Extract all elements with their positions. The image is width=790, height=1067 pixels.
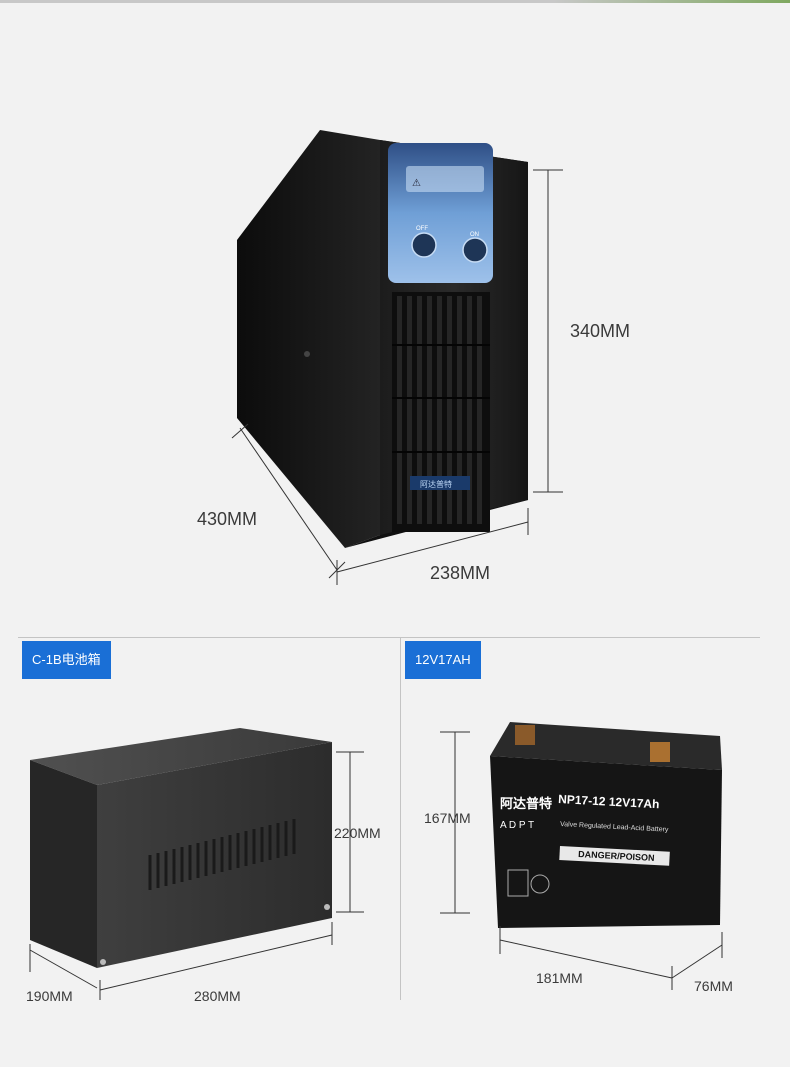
battery-warning-box <box>559 846 670 866</box>
ups-off-button <box>411 232 437 258</box>
battery-top-lid <box>490 722 722 770</box>
ups-on-button <box>462 237 488 263</box>
ups-dimension-lines <box>231 169 563 585</box>
ups-vent-grille <box>392 292 490 532</box>
ups-off-label: OFF <box>416 226 428 232</box>
battery-box-dimension-lines <box>29 751 364 1000</box>
battery-box-illustration <box>29 728 364 1000</box>
ups-side-panel <box>237 130 380 548</box>
battery-width-label: 181MM <box>536 970 583 986</box>
ups-brand-badge <box>410 476 470 490</box>
ups-brand-text: 阿达普特 <box>420 479 452 489</box>
ups-width-label: 238MM <box>430 563 491 583</box>
ups-depth-label: 430MM <box>197 509 258 529</box>
svg-text:⚠: ⚠ <box>412 178 421 189</box>
battery-box-width-label: 280MM <box>194 988 241 1004</box>
recycle-bin-icon <box>507 869 529 897</box>
battery-body <box>490 756 722 928</box>
battery-box-tag: C-1B电池箱 <box>22 641 111 679</box>
battery-type-text: Valve Regulated Lead-Acid Battery <box>560 821 669 834</box>
battery-tag: 12V17AH <box>405 641 481 679</box>
battery-warning-text: DANGER/POISON <box>578 849 655 863</box>
top-accent-line <box>0 0 790 3</box>
battery-brand-cn: 阿达普特 <box>500 796 552 811</box>
battery-box-foot <box>324 904 330 910</box>
battery-box-vent <box>148 819 296 890</box>
battery-height-label: 167MM <box>424 810 471 826</box>
battery-box-top <box>30 728 332 785</box>
section-divider <box>18 637 760 638</box>
ups-height-label: 340MM <box>570 321 631 341</box>
battery-brand-en: A D P T <box>500 820 534 831</box>
battery-box-side <box>30 760 97 968</box>
battery-box-depth-label: 190MM <box>26 988 73 1004</box>
ups-side-screw <box>304 351 310 357</box>
battery-box-height-label: 220MM <box>334 825 381 841</box>
recycle-icon <box>530 874 550 894</box>
battery-box-foot <box>100 959 106 965</box>
column-divider <box>400 637 401 1000</box>
battery-terminal-pos <box>650 742 670 762</box>
battery-terminal-neg <box>515 725 535 745</box>
battery-model-text: NP17-12 12V17Ah <box>558 792 660 811</box>
ups-illustration: ⚠ OFF ON 阿达普特 <box>231 130 563 585</box>
battery-depth-label: 76MM <box>694 978 733 994</box>
ups-lcd-display <box>406 166 484 192</box>
ups-on-label: ON <box>470 232 479 238</box>
battery-dimension-lines <box>440 731 723 990</box>
